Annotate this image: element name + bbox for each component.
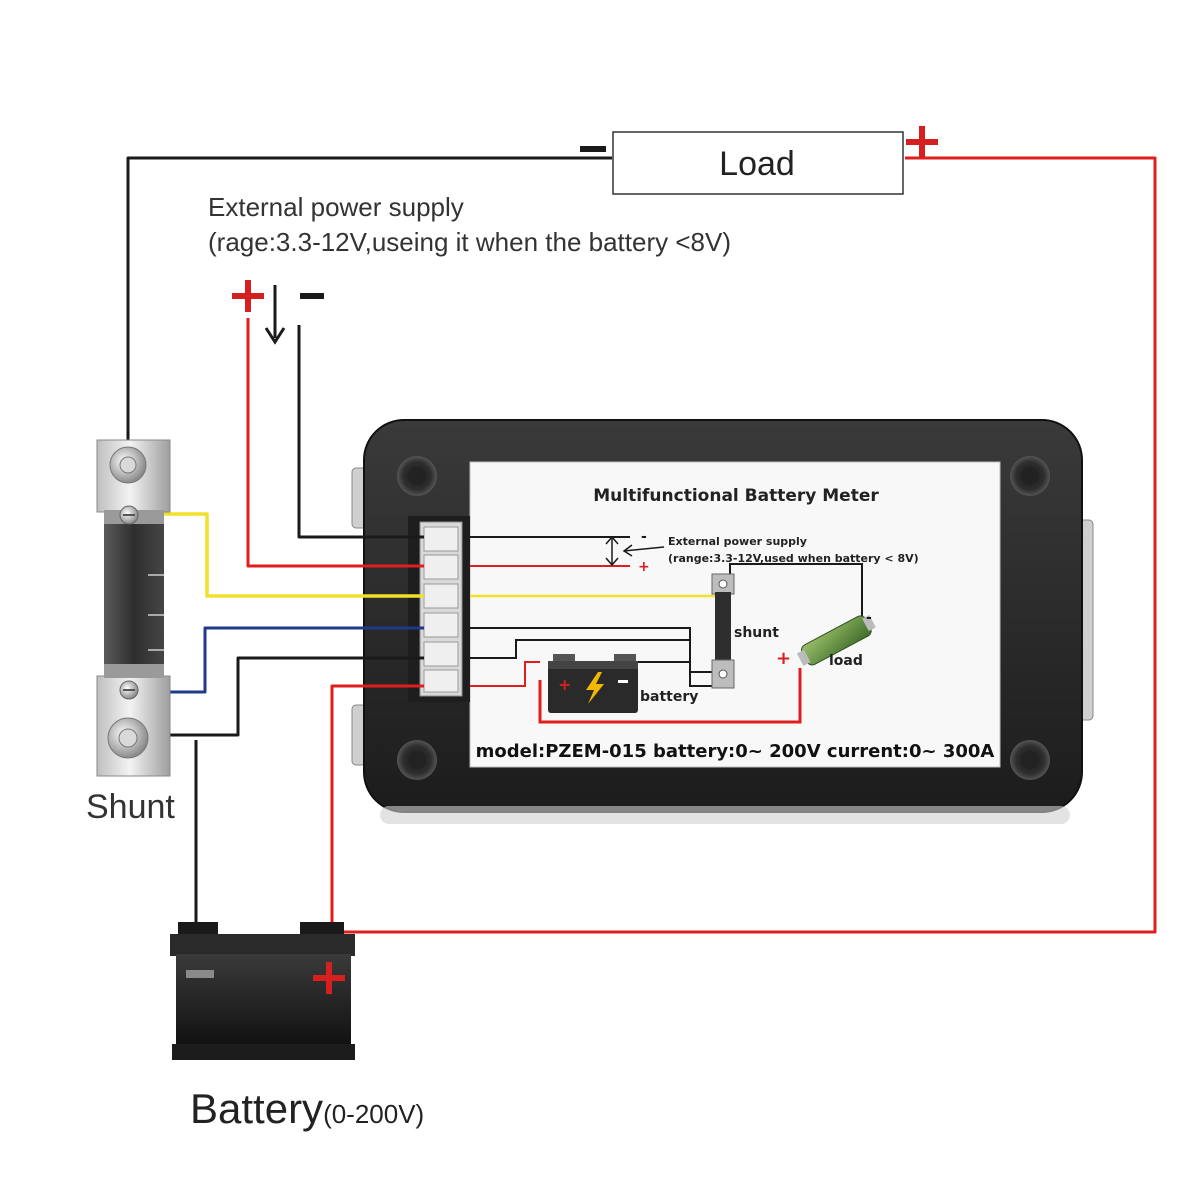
meter-load-minus: - bbox=[866, 610, 872, 626]
label-wire-black bbox=[470, 639, 690, 659]
label-wire-blue bbox=[470, 627, 715, 673]
label-wire-shunt-load bbox=[729, 563, 863, 620]
battery-label: Battery bbox=[190, 1085, 323, 1132]
wire-shunt-sense-blue bbox=[145, 626, 424, 694]
resistor-icon bbox=[796, 614, 876, 666]
wires bbox=[126, 156, 1157, 935]
meter-ext-plus: + bbox=[638, 559, 650, 575]
meter-ext-minus: - bbox=[641, 529, 647, 545]
mini-battery-icon: + bbox=[548, 654, 638, 713]
meter-load-label: load bbox=[829, 653, 863, 669]
meter-shunt-label: shunt bbox=[734, 625, 779, 641]
wire-external-positive bbox=[246, 318, 424, 568]
screw-icon bbox=[397, 456, 437, 496]
screw-icon bbox=[1010, 740, 1050, 780]
battery-label-group: Battery(0-200V) bbox=[190, 1085, 424, 1132]
label-wire-batt-neg bbox=[630, 661, 718, 687]
load-box: Load bbox=[580, 126, 938, 195]
arrow-down-icon bbox=[264, 285, 286, 345]
external-supply-title: External power supply bbox=[208, 192, 464, 222]
mini-shunt-icon bbox=[711, 573, 735, 689]
wire-load-positive bbox=[332, 156, 1157, 934]
mini-battery-minus bbox=[618, 680, 628, 683]
screw-icon bbox=[397, 740, 437, 780]
external-minus-sign bbox=[300, 293, 324, 299]
shunt-label: Shunt bbox=[86, 788, 175, 826]
wire-battery-positive-meter bbox=[330, 684, 424, 932]
mini-battery-plus: + bbox=[558, 675, 571, 694]
terminal-block-icon bbox=[408, 516, 470, 702]
battery-range: (0-200V) bbox=[323, 1099, 424, 1129]
label-wire-red-loop bbox=[538, 668, 802, 724]
screw-icon bbox=[1010, 456, 1050, 496]
shunt-icon bbox=[96, 439, 171, 777]
meter-model-line: model:PZEM-015 battery:0~ 200V current:0… bbox=[476, 741, 995, 762]
meter-bottom-edge bbox=[380, 806, 1070, 824]
wire-shunt-ground bbox=[150, 656, 424, 737]
load-minus-sign bbox=[580, 146, 606, 152]
label-wire-red-batt bbox=[470, 661, 540, 687]
meter-ext-range: (range:3.3-12V,used when battery < 8V) bbox=[668, 552, 919, 565]
meter-label-panel bbox=[469, 461, 1001, 768]
wire-shunt-sense-yellow bbox=[148, 512, 424, 598]
meter-ext-title: External power supply bbox=[668, 535, 807, 548]
load-label: Load bbox=[719, 145, 795, 183]
load-plus-sign bbox=[906, 126, 938, 158]
lightning-icon bbox=[586, 672, 604, 704]
external-supply-range: (rage:3.3-12V,useing it when the battery… bbox=[208, 227, 731, 257]
double-arrow-icon bbox=[605, 535, 665, 567]
battery-icon bbox=[170, 922, 355, 1060]
meter-battery-label: battery bbox=[640, 689, 698, 705]
meter-load-plus: + bbox=[776, 648, 791, 669]
wire-external-negative bbox=[297, 325, 424, 539]
wire-load-negative bbox=[126, 156, 612, 448]
external-plus-sign bbox=[232, 280, 264, 312]
battery-plus-sign bbox=[313, 962, 345, 994]
meter-title: Multifunctional Battery Meter bbox=[593, 486, 879, 506]
